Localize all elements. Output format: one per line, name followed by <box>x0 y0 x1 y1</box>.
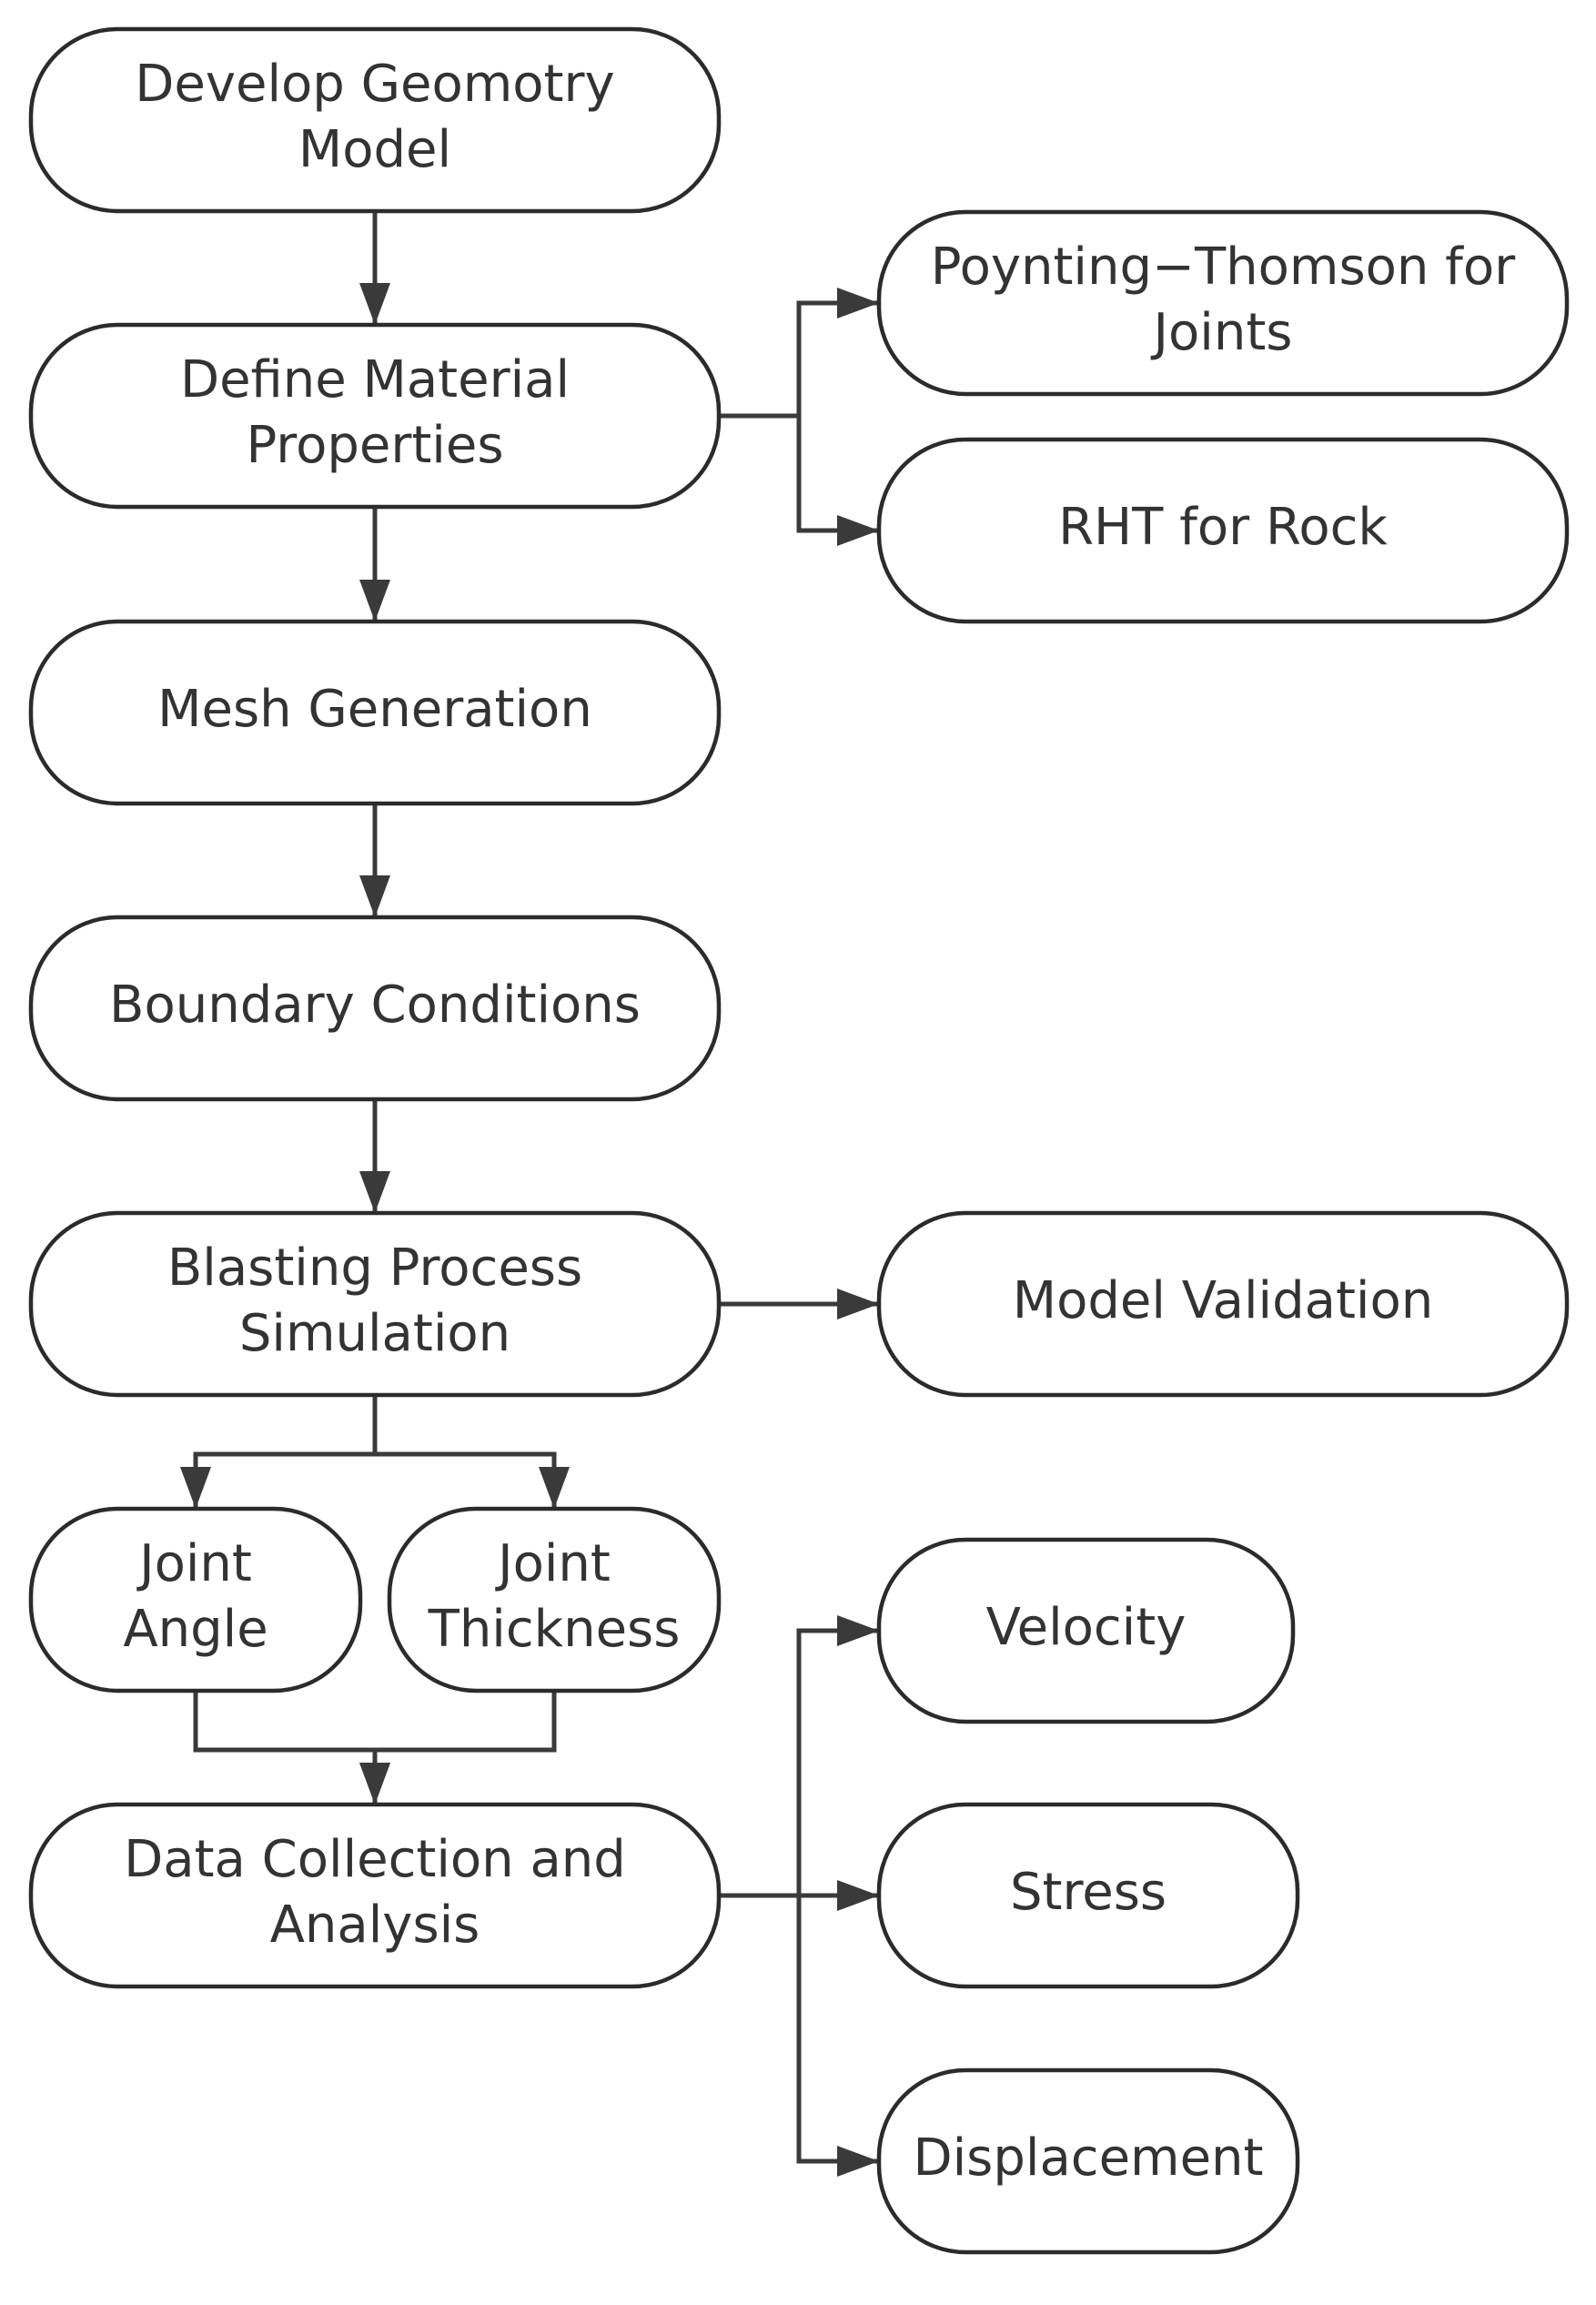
node-label: Model Validation <box>1013 1271 1433 1330</box>
node-box <box>28 619 722 806</box>
arrowhead <box>180 1467 211 1509</box>
edge-joint-thickness-to-data-collection-and-analysis <box>359 1691 557 1805</box>
arrowhead <box>359 580 390 622</box>
node-label: Poynting−Thomson for <box>931 238 1516 297</box>
node-label: Joints <box>1151 303 1293 362</box>
arrowhead <box>837 1615 879 1646</box>
node-label: Angle <box>123 1600 268 1659</box>
node-box <box>876 1210 1570 1398</box>
arrowhead <box>837 288 879 318</box>
edge-develop-geometry-model-to-define-material-properties <box>359 211 390 325</box>
node-box <box>387 1506 722 1693</box>
edge-define-material-properties-to-mesh-generation <box>359 507 390 622</box>
edge-mesh-generation-to-boundary-conditions <box>359 804 390 917</box>
node-label: Blasting Process <box>167 1238 582 1298</box>
node-label: Velocity <box>986 1598 1187 1657</box>
edge-line <box>372 1395 557 1509</box>
edge-line <box>372 1691 557 1805</box>
node-box <box>28 322 722 510</box>
node-label: Define Material <box>180 350 570 409</box>
node-model-validation: Model Validation <box>876 1210 1570 1398</box>
node-rht-for-rock: RHT for Rock <box>876 437 1570 624</box>
arrowhead <box>837 2146 879 2177</box>
node-boundary-conditions: Boundary Conditions <box>28 915 722 1102</box>
arrowhead <box>359 875 390 917</box>
arrowhead <box>837 1880 879 1911</box>
node-mesh-generation: Mesh Generation <box>28 619 722 806</box>
node-displacement: Displacement <box>876 2067 1300 2255</box>
node-box <box>876 2067 1300 2255</box>
arrowhead <box>359 283 390 325</box>
node-box <box>28 26 722 214</box>
edge-boundary-conditions-to-blasting-process-simulation <box>359 1099 390 1213</box>
arrowhead <box>837 515 879 546</box>
edge-line <box>719 1628 879 1898</box>
edge-line <box>193 1395 378 1509</box>
node-box <box>876 209 1570 397</box>
node-label: Thickness <box>428 1600 681 1659</box>
edge-line <box>719 300 879 419</box>
node-label: Properties <box>246 416 503 475</box>
node-label: Simulation <box>239 1304 510 1363</box>
edge-define-material-properties-to-rht-for-rock <box>719 413 879 546</box>
node-label: Model <box>298 120 451 179</box>
edge-blasting-process-simulation-to-model-validation <box>719 1289 879 1319</box>
node-box <box>876 1537 1296 1724</box>
edge-line <box>719 413 879 533</box>
node-label: Joint <box>495 1534 611 1593</box>
arrowhead <box>539 1467 570 1509</box>
node-label: Analysis <box>270 1896 480 1955</box>
node-label: Boundary Conditions <box>109 976 641 1035</box>
node-label: Joint <box>136 1534 252 1593</box>
arrowhead <box>359 1171 390 1213</box>
node-label: Stress <box>1010 1863 1167 1922</box>
arrowhead <box>359 1763 390 1805</box>
node-box <box>876 437 1570 624</box>
edge-line <box>719 1893 879 2164</box>
edges-layer <box>180 211 879 2177</box>
arrowhead <box>837 1289 879 1319</box>
node-label: Mesh Generation <box>157 680 592 739</box>
node-label: Displacement <box>914 2128 1264 2188</box>
node-box <box>876 1802 1300 1989</box>
node-label: Data Collection and <box>124 1830 626 1889</box>
node-label: Develop Geomotry <box>135 55 614 114</box>
edge-joint-angle-to-data-collection-and-analysis <box>193 1691 390 1805</box>
edge-data-collection-and-analysis-to-displacement <box>719 1893 879 2177</box>
node-box <box>28 1210 722 1398</box>
node-box <box>28 915 722 1102</box>
node-label: RHT for Rock <box>1058 498 1388 557</box>
node-stress: Stress <box>876 1802 1300 1989</box>
node-box <box>28 1802 722 1989</box>
edge-line <box>193 1691 378 1805</box>
node-box <box>28 1506 363 1693</box>
edge-data-collection-and-analysis-to-velocity <box>719 1615 879 1898</box>
edge-blasting-process-simulation-to-joint-angle <box>180 1395 378 1509</box>
edge-blasting-process-simulation-to-joint-thickness <box>372 1395 570 1509</box>
node-velocity: Velocity <box>876 1537 1296 1724</box>
edge-define-material-properties-to-poynting-thomson-for-joints <box>719 288 879 419</box>
